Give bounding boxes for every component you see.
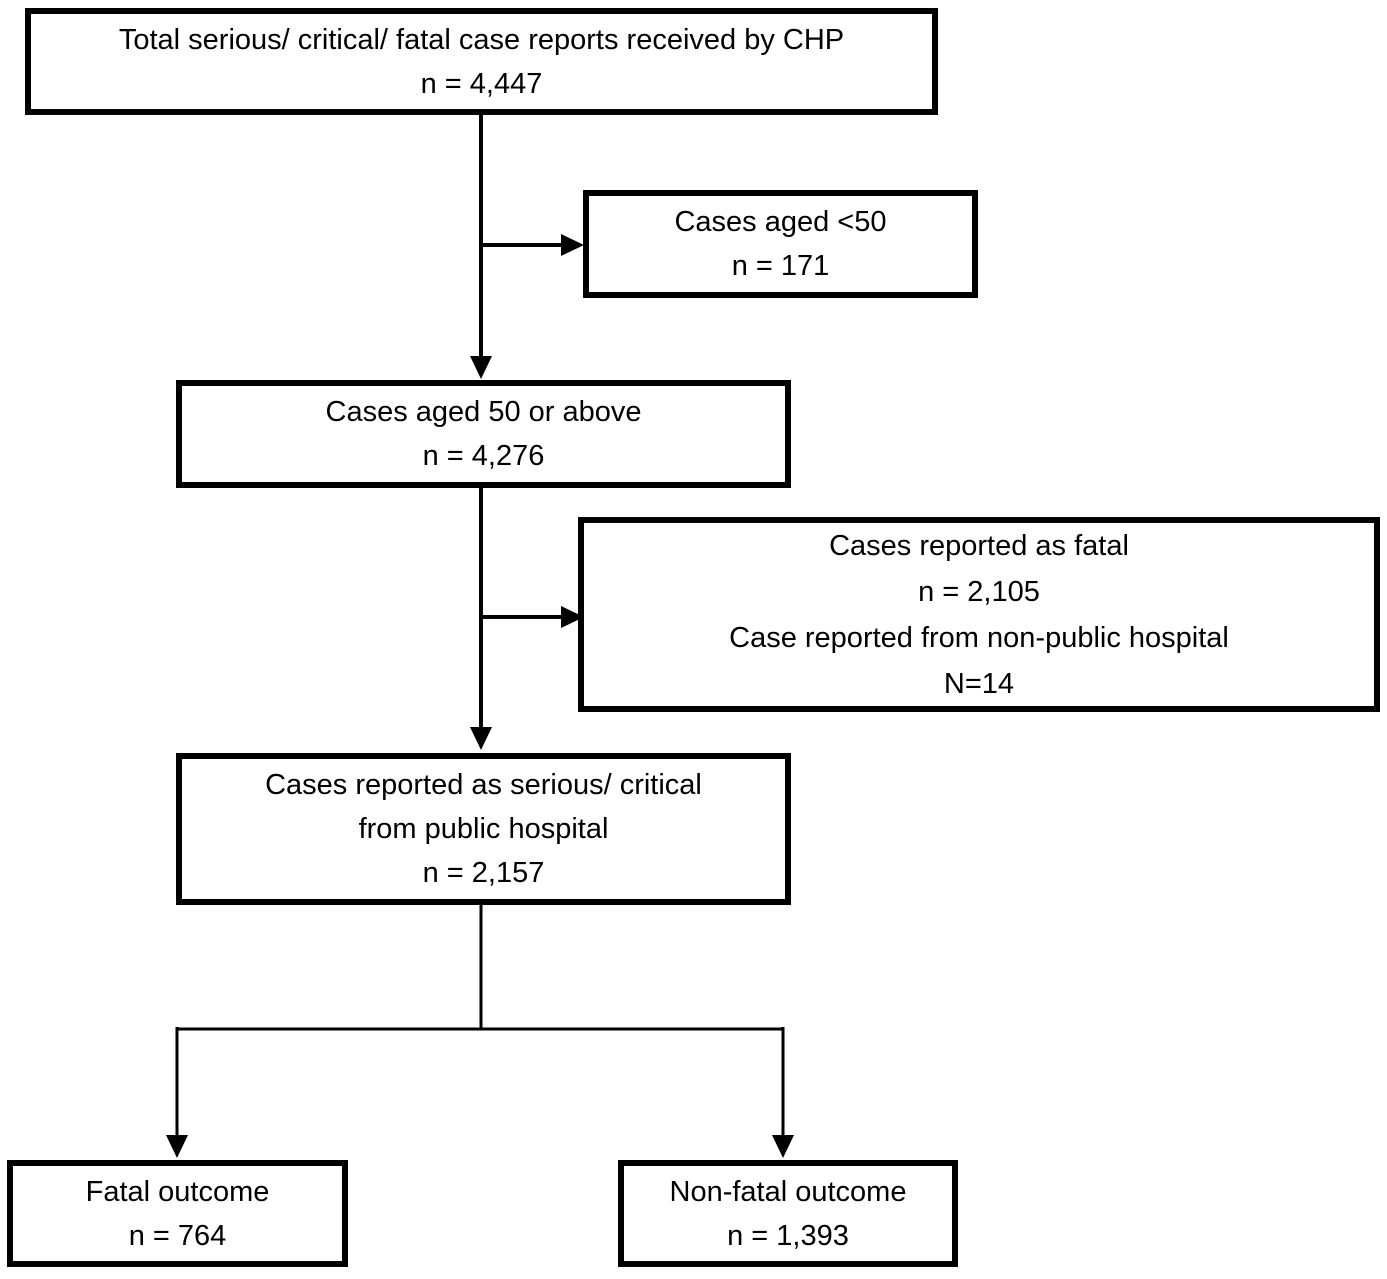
node-count: n = 1,393 [727, 1219, 849, 1252]
connector-total-to-above50 [470, 113, 492, 379]
node-count: n = 171 [731, 250, 830, 282]
node-nonfatal-outcome: Non-fatal outcome n = 1,393 [618, 1160, 958, 1267]
node-title-cont: from public hospital [358, 813, 609, 845]
node-serious-critical-public-hospital: Cases reported as serious/ critical from… [176, 753, 791, 905]
node-title: Cases aged 50 or above [325, 396, 642, 428]
node-count: n = 764 [128, 1219, 227, 1252]
node-count: n = 2,105 [918, 575, 1040, 608]
node-title: Total serious/ critical/ fatal case repo… [118, 23, 845, 56]
node-title: Cases reported as serious/ critical [265, 769, 702, 801]
node-fatal-outcome: Fatal outcome n = 764 [7, 1160, 348, 1267]
connector-to-nonfatal-outcome [772, 1027, 794, 1158]
node-count: n = 4,276 [422, 440, 545, 472]
node-title: Fatal outcome [85, 1175, 270, 1208]
node-title: Non-fatal outcome [669, 1175, 907, 1208]
connector-above50-to-serious [470, 486, 492, 750]
node-cases-aged-50-or-above: Cases aged 50 or above n = 4,276 [176, 380, 791, 488]
node-total-case-reports: Total serious/ critical/ fatal case repo… [25, 8, 938, 115]
node-subtitle: Case reported from non-public hospital [729, 621, 1229, 654]
node-fatal-or-nonpublic-exclusions: Cases reported as fatal n = 2,105 Case r… [578, 517, 1380, 712]
node-title: Cases aged <50 [674, 206, 887, 238]
node-subcount: N=14 [943, 667, 1015, 700]
connector-to-fatal-outcome [166, 1027, 188, 1158]
connector-split-tee [176, 903, 784, 1031]
node-cases-aged-under-50: Cases aged <50 n = 171 [583, 190, 978, 298]
node-count: n = 4,447 [420, 67, 543, 100]
connector-branch-to-under50 [481, 234, 584, 256]
node-count: n = 2,157 [422, 857, 545, 889]
node-title: Cases reported as fatal [829, 529, 1129, 562]
connector-branch-to-fatal-np [481, 606, 584, 628]
